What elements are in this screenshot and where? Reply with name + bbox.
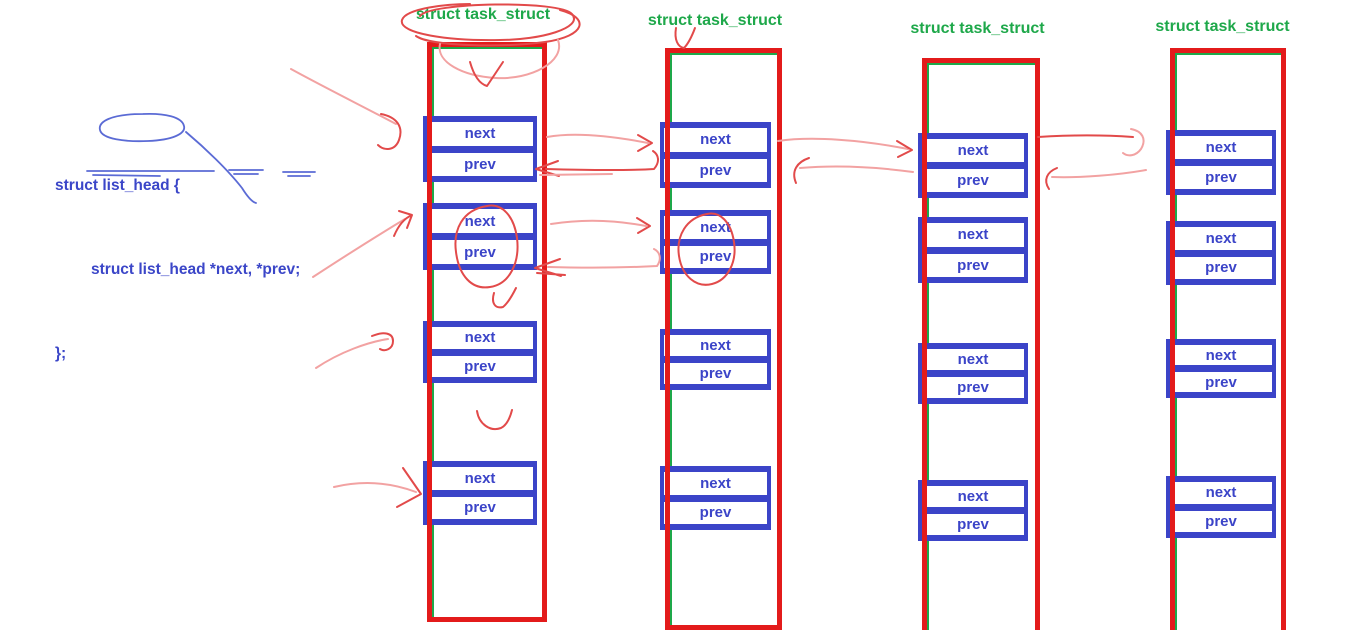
next-label: next xyxy=(957,142,989,159)
next-label: next xyxy=(957,226,989,244)
task-struct-header-3: struct task_struct xyxy=(910,20,1045,37)
divider xyxy=(427,145,533,153)
list-head-box: next prev xyxy=(423,461,537,525)
next-field: next xyxy=(1170,482,1272,504)
prev-label: prev xyxy=(699,161,732,179)
code-line-1: struct list_head { xyxy=(55,177,180,194)
list-head-box: next prev xyxy=(1166,221,1276,285)
prev-label: prev xyxy=(464,155,496,173)
next-field: next xyxy=(427,467,533,490)
list-head-box: next prev xyxy=(660,466,771,530)
divider xyxy=(922,162,1024,169)
prev-field: prev xyxy=(922,254,1024,278)
task-struct-red-rect-1 xyxy=(427,42,547,622)
prev-label: prev xyxy=(957,172,989,189)
list-head-box: next prev xyxy=(918,480,1028,541)
list-head-box: next prev xyxy=(423,116,537,182)
task-struct-header-4: struct task_struct xyxy=(1155,18,1290,35)
list-head-box: next prev xyxy=(1166,476,1276,538)
task-struct-red-rect-3 xyxy=(922,58,1040,630)
prev-label: prev xyxy=(1205,169,1237,186)
next-label: next xyxy=(1205,484,1237,502)
list-head-code-snippet: struct list_head { struct list_head *nex… xyxy=(55,116,300,424)
prev-label: prev xyxy=(1205,373,1237,391)
prev-field: prev xyxy=(1170,511,1272,533)
next-label: next xyxy=(700,131,731,149)
next-field: next xyxy=(664,472,767,495)
list-head-box: next prev xyxy=(1166,130,1276,195)
prev-field: prev xyxy=(427,356,533,378)
divider xyxy=(1170,249,1272,257)
prev-field: prev xyxy=(427,153,533,177)
prev-label: prev xyxy=(1205,512,1237,530)
divider xyxy=(922,246,1024,254)
task-struct-red-rect-4 xyxy=(1170,48,1286,630)
divider xyxy=(1170,503,1272,511)
next-label: next xyxy=(700,337,731,354)
prev-label: prev xyxy=(464,357,496,375)
divider xyxy=(664,494,767,502)
prev-field: prev xyxy=(922,169,1024,192)
next-label: next xyxy=(957,351,989,368)
prev-label: prev xyxy=(1205,259,1237,277)
next-label: next xyxy=(1205,229,1237,247)
prev-field: prev xyxy=(664,159,767,183)
next-field: next xyxy=(922,486,1024,507)
prev-field: prev xyxy=(427,497,533,520)
next-label: next xyxy=(464,469,496,487)
code-line-2: struct list_head *next, *prev; xyxy=(91,261,301,278)
divider xyxy=(427,489,533,497)
next-label: next xyxy=(464,125,496,143)
prev-label: prev xyxy=(699,504,732,522)
prev-field: prev xyxy=(1170,166,1272,189)
code-line-3: }; xyxy=(55,345,67,362)
list-head-box: next prev xyxy=(660,122,771,188)
prev-field: prev xyxy=(1170,257,1272,280)
task-struct-red-rect-2 xyxy=(665,48,782,630)
list-head-box: next prev xyxy=(918,133,1028,198)
next-label: next xyxy=(1205,139,1237,156)
divider xyxy=(1170,159,1272,166)
next-field: next xyxy=(922,349,1024,370)
prev-field: prev xyxy=(664,363,767,384)
list-head-box: next prev xyxy=(1166,339,1276,398)
prev-field: prev xyxy=(664,502,767,525)
task-struct-header-2: struct task_struct xyxy=(647,12,783,29)
prev-label: prev xyxy=(699,365,732,382)
divider xyxy=(922,507,1024,514)
divider xyxy=(664,356,767,363)
next-label: next xyxy=(1205,346,1237,364)
next-field: next xyxy=(427,327,533,349)
next-field: next xyxy=(664,128,767,152)
list-head-box: next prev xyxy=(918,217,1028,283)
divider xyxy=(427,348,533,356)
next-field: next xyxy=(427,122,533,146)
next-field: next xyxy=(1170,345,1272,365)
next-field: next xyxy=(664,335,767,356)
next-field: next xyxy=(922,223,1024,247)
divider xyxy=(1170,365,1272,372)
next-label: next xyxy=(700,474,731,492)
prev-field: prev xyxy=(922,514,1024,535)
list-head-box: next prev xyxy=(660,329,771,390)
divider xyxy=(922,370,1024,377)
task-struct-header-1: struct task_struct xyxy=(415,6,551,23)
next-field: next xyxy=(1170,136,1272,159)
list-head-box: next prev xyxy=(918,343,1028,404)
prev-label: prev xyxy=(464,499,496,517)
prev-label: prev xyxy=(957,256,989,274)
prev-field: prev xyxy=(1170,372,1272,392)
list-head-box: next prev xyxy=(423,321,537,383)
next-field: next xyxy=(922,139,1024,162)
prev-label: prev xyxy=(957,379,989,396)
next-label: next xyxy=(464,329,496,347)
divider xyxy=(664,151,767,159)
next-field: next xyxy=(1170,227,1272,250)
prev-field: prev xyxy=(922,377,1024,398)
prev-label: prev xyxy=(957,516,989,533)
next-label: next xyxy=(957,488,989,505)
